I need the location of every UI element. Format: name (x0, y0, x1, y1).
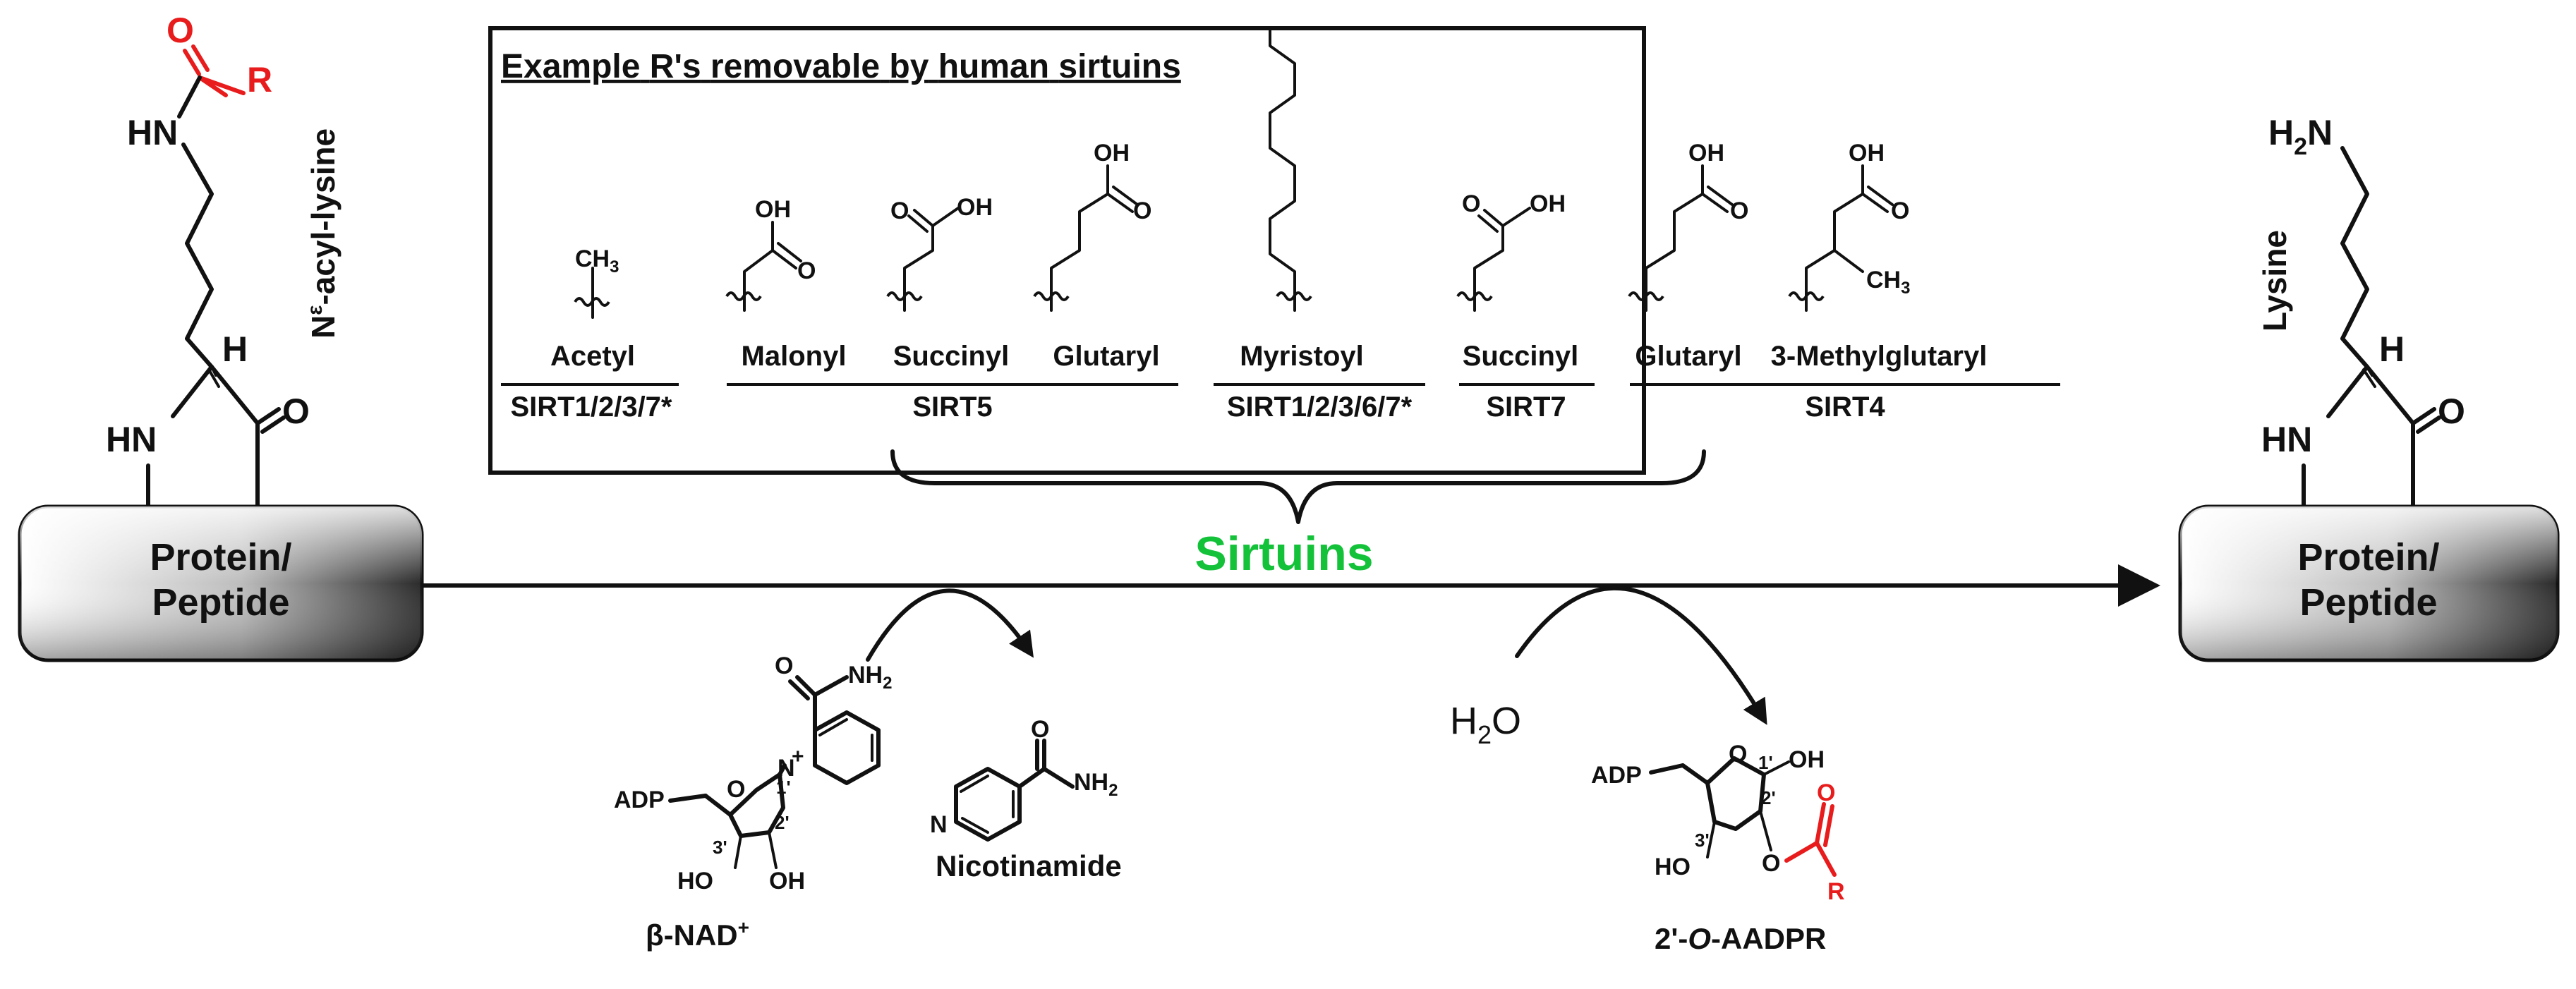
amide-o-atom: O (1031, 716, 1049, 743)
adp-label: ADP (1591, 762, 1642, 789)
enzyme-label: SIRT1/2/3/7* (510, 392, 672, 423)
enzyme-label: SIRT5 (912, 392, 992, 423)
oh-atom: OH (1688, 140, 1724, 166)
methylglutaryl-structure: OH O CH3 (1788, 140, 1910, 312)
nad-name: β-NAD+ (646, 916, 749, 952)
malonyl-structure: OH O (725, 196, 816, 312)
carbonyl-o-atom: O (1817, 779, 1835, 806)
3-oh-atom: HO (1655, 854, 1691, 880)
nh2-atom: NH2 (1074, 769, 1118, 800)
oh-atom: OH (1094, 140, 1130, 166)
o-atom: O (1891, 198, 1909, 224)
protein-peptide-box-right: Protein/ Peptide (2178, 504, 2560, 662)
glutaryl-structure-2: OH O (1628, 140, 1748, 312)
protein-peptide-box-left: Protein/ Peptide (18, 504, 424, 662)
enzyme-label: SIRT4 (1805, 392, 1885, 423)
position-1: 1' (776, 777, 791, 798)
pyridine-n-atom: N (930, 811, 948, 838)
2-oh-atom: OH (769, 868, 805, 894)
group-name: Malonyl (742, 341, 847, 372)
myristoyl-structure (1269, 27, 1312, 312)
position-2: 2' (775, 812, 790, 833)
position-1: 1' (1758, 752, 1773, 773)
box-line-2: Peptide (152, 581, 289, 624)
nad-structure: O NH2 N + O ADP HO OH 1' 2' 3' β-NAD+ (614, 653, 892, 952)
carbonyl-o-atom: O (167, 11, 194, 50)
panel-title: Example R's removable by human sirtuins (501, 48, 1181, 85)
alpha-h-atom: H (2379, 329, 2405, 369)
oh-atom: OH (957, 194, 993, 221)
group-name: Succinyl (893, 341, 1010, 372)
oh-atom: OH (1849, 140, 1885, 166)
group-name: Glutaryl (1635, 341, 1741, 372)
nad-in-arrow (866, 588, 1034, 662)
glutaryl-structure-1: OH O (1033, 140, 1151, 312)
succinyl-structure-2: O OH (1456, 190, 1566, 312)
amide-hn-atom: HN (127, 113, 178, 152)
substrate-name: Nε-acyl-lysine (303, 128, 341, 339)
o-atom: O (1462, 190, 1480, 217)
1-oh-atom: OH (1789, 746, 1825, 773)
position-2: 2' (1761, 787, 1776, 808)
ester-o-atom: O (1762, 850, 1780, 877)
adp-label: ADP (614, 787, 665, 813)
o-atom: O (1730, 198, 1748, 224)
product-structure: H2N H O HN Lysine (2256, 113, 2465, 510)
ch3-atom: CH3 (575, 245, 619, 277)
group-name: 3-Methylglutaryl (1771, 341, 1988, 372)
aadpr-structure: O ADP OH 1' 2' 3' HO O O R 2'-O-AADPR (1591, 741, 1845, 955)
ribose-o-atom: O (727, 776, 745, 803)
nh2-atom: NH2 (848, 662, 892, 693)
enzyme-label: SIRT1/2/3/6/7* (1227, 392, 1413, 423)
aadpr-name: 2'-O-AADPR (1655, 922, 1826, 955)
nicotinamide-structure: O NH2 N Nicotinamide (930, 716, 1122, 882)
r-group-atom: R (247, 60, 272, 99)
ribose-o-atom: O (1729, 741, 1747, 767)
o-atom: O (797, 257, 816, 284)
succinyl-structure-1: O OH (886, 194, 993, 312)
oh-atom: OH (1530, 190, 1566, 217)
box-line-1: Protein/ (150, 536, 291, 578)
substrate-structure: O R HN H O HN Nε-acyl-lysine (106, 11, 341, 510)
box-line-2: Peptide (2299, 581, 2437, 624)
backbone-o-atom: O (282, 392, 310, 431)
oh-atom: OH (755, 196, 791, 223)
acetyl-structure: CH3 (574, 245, 619, 319)
group-name: Myristoyl (1240, 341, 1364, 372)
ch3-atom: CH3 (1866, 267, 1910, 298)
group-name: Succinyl (1463, 341, 1579, 372)
amide-o-atom: O (775, 653, 793, 679)
o-atom: O (890, 198, 909, 224)
r-groups-panel: Example R's removable by human sirtuins … (488, 26, 2060, 475)
plus-charge: + (792, 745, 804, 768)
water-label: H2O (1450, 700, 1521, 749)
product-name: Lysine (2256, 230, 2293, 332)
nicotinamide-name: Nicotinamide (936, 849, 1122, 882)
group-name: Glutaryl (1053, 341, 1159, 372)
backbone-hn-atom: HN (106, 420, 157, 459)
h2n-atom: H2N (2268, 113, 2333, 160)
sirtuins-label: Sirtuins (1195, 527, 1373, 581)
enzyme-label: SIRT7 (1486, 392, 1566, 423)
backbone-o-atom: O (2438, 392, 2465, 431)
r-group-atom: R (1827, 878, 1845, 905)
position-3: 3' (1695, 830, 1710, 851)
backbone-hn-atom: HN (2261, 420, 2312, 459)
o-atom: O (1133, 198, 1151, 224)
position-3: 3' (713, 837, 727, 858)
water-in-arrow (1515, 585, 1767, 725)
box-line-1: Protein/ (2297, 536, 2439, 578)
group-name: Acetyl (550, 341, 635, 372)
alpha-h-atom: H (222, 329, 248, 369)
3-oh-atom: HO (677, 868, 713, 894)
curly-brace (890, 449, 1706, 524)
